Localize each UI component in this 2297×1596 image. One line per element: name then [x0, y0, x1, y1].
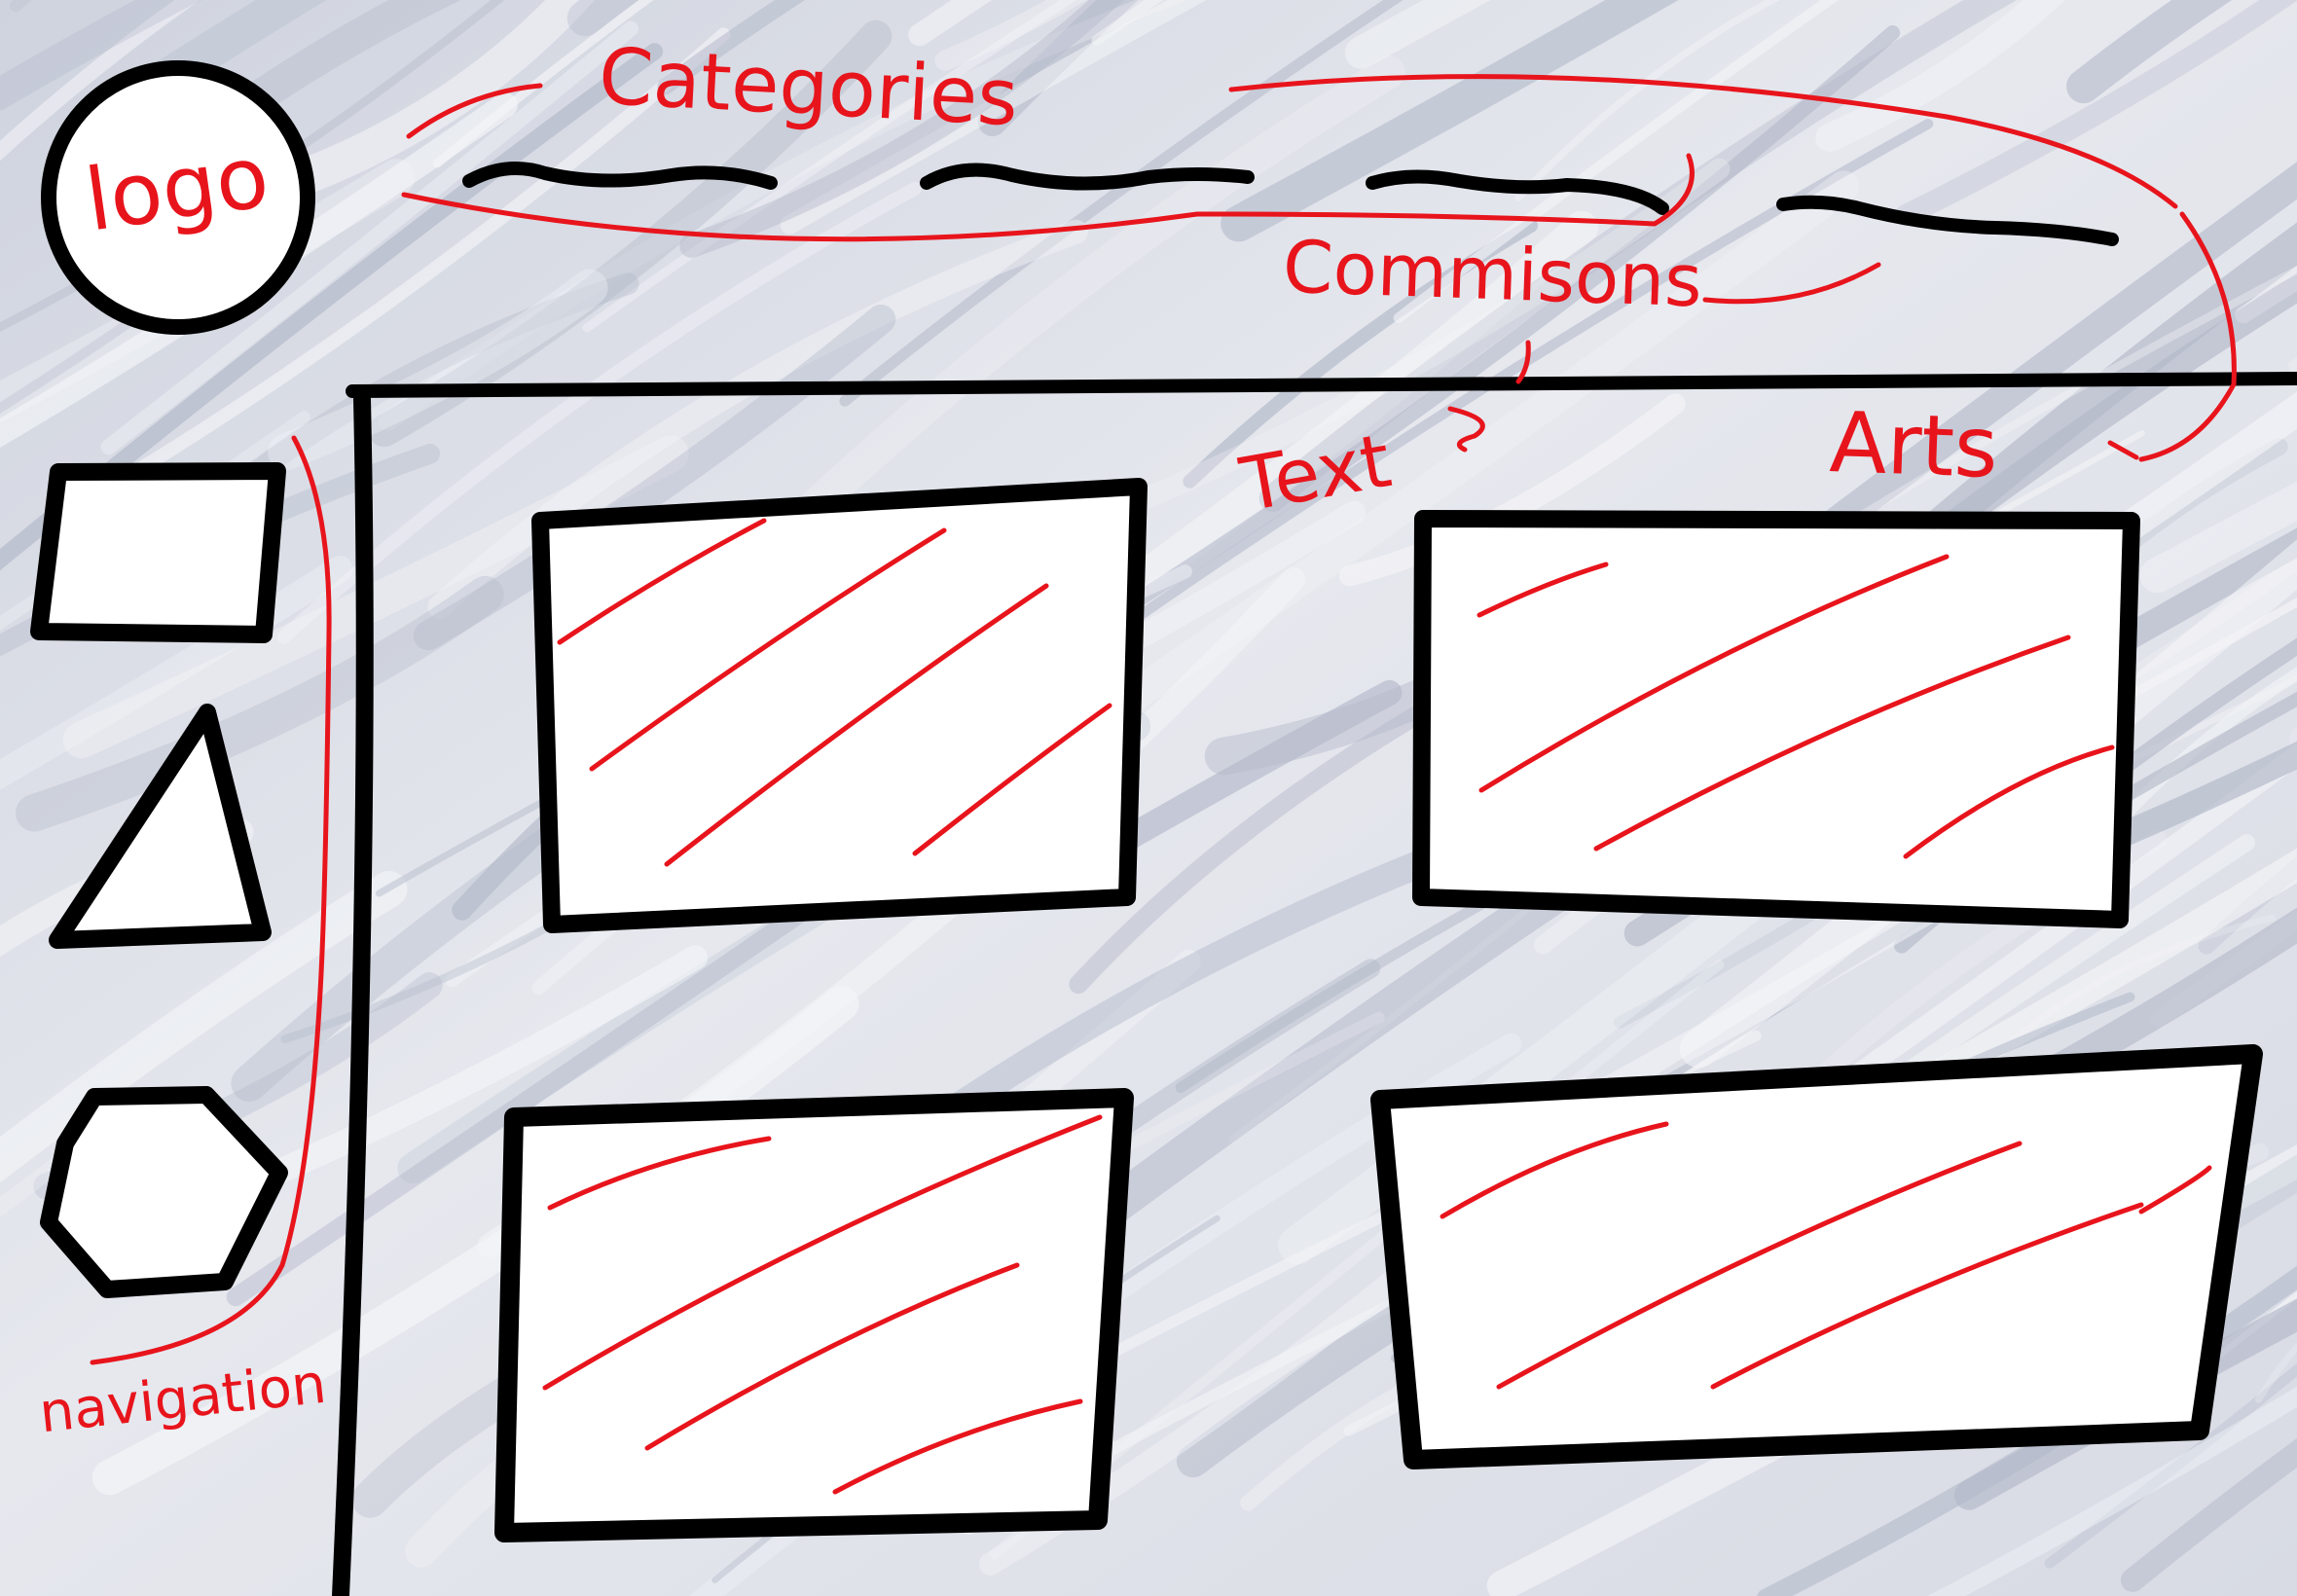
header-link-3[interactable]: [1366, 169, 1669, 215]
nav-square-icon[interactable]: [30, 462, 286, 643]
nav-hexagon-icon[interactable]: [40, 1086, 288, 1298]
content-image-2[interactable]: [1412, 510, 2140, 928]
header-link-4[interactable]: [1776, 195, 2119, 246]
header-link-2[interactable]: [920, 163, 1255, 191]
categories-annotation: Categories: [596, 30, 1021, 144]
header-divider-line: [346, 372, 2297, 398]
commisions-annotation: Commisons: [1281, 225, 1704, 324]
logo[interactable]: logo: [79, 126, 275, 251]
header-link-1[interactable]: [462, 162, 778, 190]
content-image-3[interactable]: [494, 1088, 1134, 1542]
content-image-4[interactable]: [1370, 1044, 2263, 1469]
sidebar-divider-line: [332, 390, 374, 1596]
nav-triangle-icon[interactable]: [49, 704, 272, 949]
logo-circle[interactable]: [41, 60, 315, 335]
content-image-1[interactable]: [531, 478, 1148, 933]
arts-annotation: Arts: [1828, 394, 2000, 497]
